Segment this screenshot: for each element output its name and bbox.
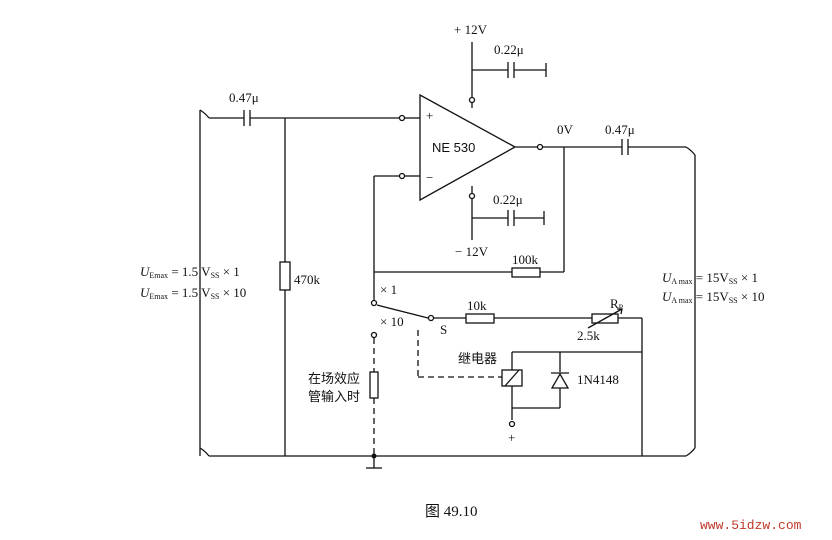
switch-x1-label: × 1 (380, 282, 397, 297)
input-terminal-top (199, 109, 210, 119)
switch-pivot (427, 314, 435, 322)
input-equation-2: UEmax = 1.5 VSS × 10 (140, 285, 246, 301)
capacitor-pos-bypass (507, 62, 515, 78)
opamp-triangle (419, 93, 517, 202)
input-equation-1: UEmax = 1.5 VSS × 1 (140, 264, 240, 280)
diode-1n4148 (550, 372, 570, 389)
switch-contact-x1 (370, 299, 378, 307)
resistor-fet (369, 371, 379, 399)
capacitor-output (621, 139, 629, 155)
rp-value-label: 2.5k (577, 328, 600, 343)
node-vneg (468, 192, 476, 200)
output-equation-1: UA max = 15VSS × 1 (662, 270, 758, 286)
node-relay-plus (508, 420, 516, 428)
resistor-470k-label: 470k (294, 272, 321, 287)
resistor-10k-label: 10k (467, 298, 487, 313)
output-terminal-bottom (685, 447, 696, 457)
svg-text:UEmax = 1.5 VSS × 10: UEmax = 1.5 VSS × 10 (140, 285, 246, 301)
resistor-10k (465, 313, 495, 324)
rp-label: RP (610, 296, 624, 312)
resistor-100k-label: 100k (512, 252, 539, 267)
svg-text:UA max = 15VSS × 1: UA max = 15VSS × 1 (662, 270, 758, 286)
output-equation-2: UA max = 15VSS × 10 (662, 289, 764, 305)
svg-text:UEmax = 1.5 VSS × 1: UEmax = 1.5 VSS × 1 (140, 264, 240, 280)
cap-input-label: 0.47μ (229, 90, 259, 105)
node-vpos (468, 96, 476, 104)
relay-plus-label: + (508, 430, 515, 445)
cap-output-label: 0.47μ (605, 122, 635, 137)
cap-neg-label: 0.22μ (493, 192, 523, 207)
switch-label: S (440, 322, 447, 337)
supply-pos-label: + 12V (454, 22, 488, 37)
fet-note-2: 管输入时 (308, 389, 360, 404)
node-inv (398, 172, 406, 180)
switch-x10-label: × 10 (380, 314, 404, 329)
input-terminal-bottom (199, 447, 210, 457)
opamp-minus: − (426, 170, 433, 185)
relay-label: 继电器 (458, 351, 497, 366)
capacitor-neg-bypass (507, 210, 515, 226)
resistor-100k (511, 267, 541, 278)
resistor-470k (279, 261, 291, 291)
figure-caption: 图 49.10 (425, 503, 478, 520)
capacitor-input (243, 110, 251, 126)
diode-label: 1N4148 (577, 372, 619, 387)
output-level-label: 0V (557, 122, 574, 137)
node-output (536, 143, 544, 151)
node-noninv (398, 114, 406, 122)
switch-contact-x10 (370, 331, 378, 339)
fet-note-1: 在场效应 (308, 371, 360, 386)
output-terminal-top (685, 146, 696, 156)
supply-neg-label: − 12V (455, 244, 489, 259)
opamp-name: NE 530 (432, 140, 475, 155)
opamp-plus: + (426, 108, 433, 123)
switch-blade (376, 304, 429, 319)
cap-pos-label: 0.22μ (494, 42, 524, 57)
node-ground (371, 453, 377, 459)
watermark: www.5idzw.com (700, 518, 802, 533)
svg-text:UA max = 15VSS × 10: UA max = 15VSS × 10 (662, 289, 764, 305)
